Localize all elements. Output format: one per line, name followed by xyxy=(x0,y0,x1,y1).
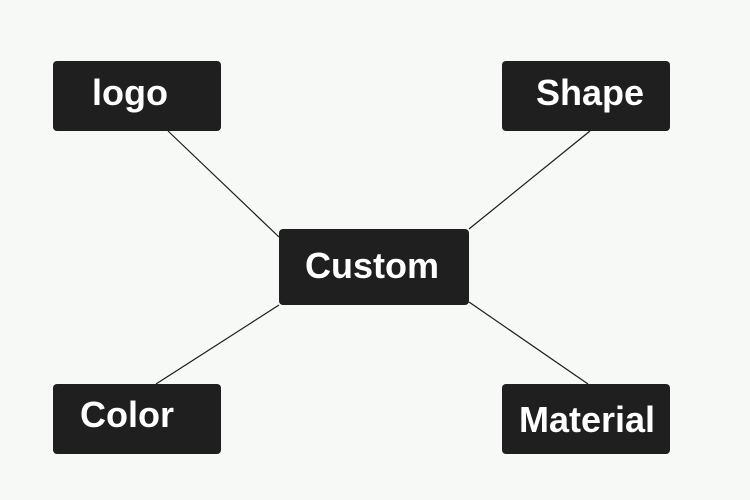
node-material-label: Material xyxy=(518,399,656,440)
connector-custom-shape xyxy=(468,130,591,230)
node-shape: Shape xyxy=(502,61,670,131)
node-logo: logo xyxy=(53,61,221,131)
node-material: Material xyxy=(502,384,670,454)
node-color-label: Color xyxy=(80,394,174,435)
node-shape-label: Shape xyxy=(535,72,645,113)
connector-custom-color xyxy=(155,304,280,385)
node-color: Color xyxy=(53,384,221,454)
node-custom-label: Custom xyxy=(305,245,439,286)
node-custom-center: Custom xyxy=(279,229,469,305)
node-logo-label: logo xyxy=(92,72,168,113)
connector-custom-logo xyxy=(167,130,280,238)
connector-custom-material xyxy=(468,301,589,385)
